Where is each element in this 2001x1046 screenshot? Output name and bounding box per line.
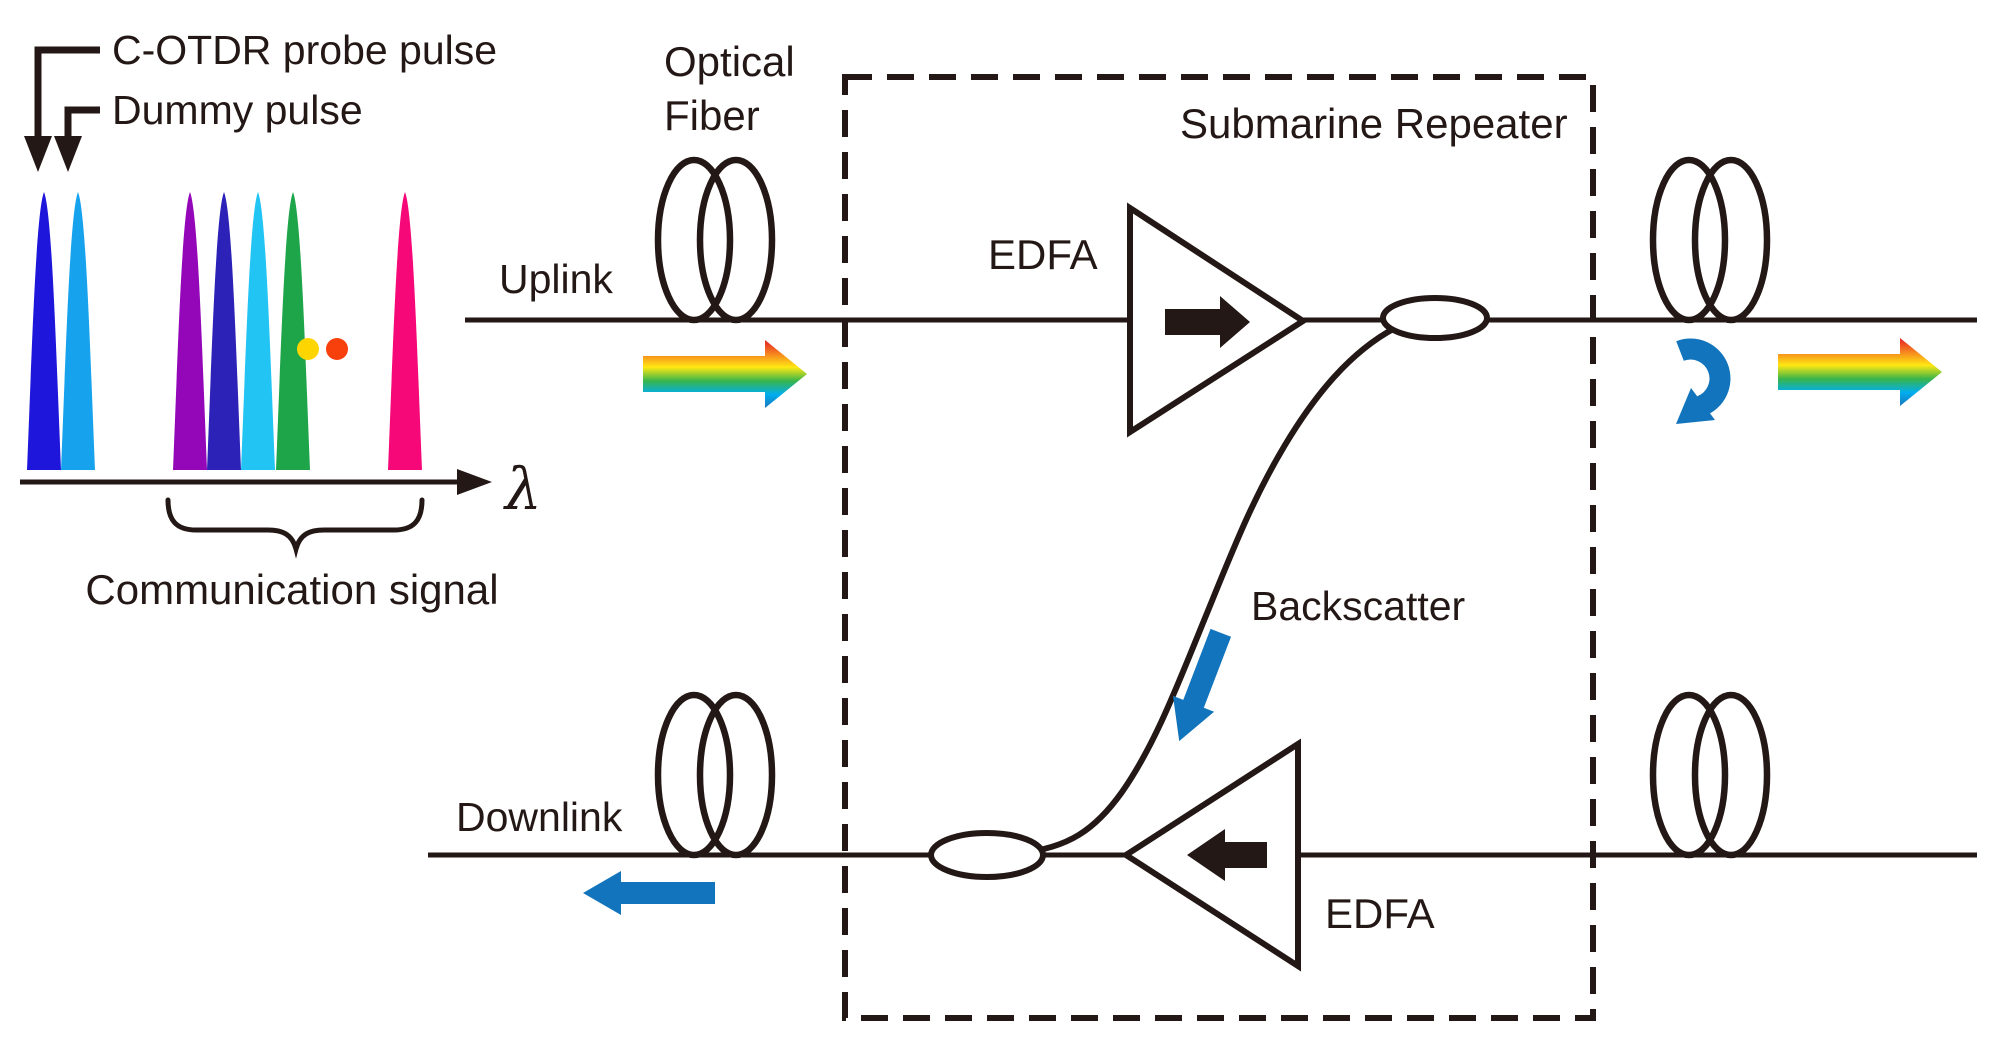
backscatter-blue-arrow-shape [1173,628,1232,742]
backscatter-label: Backscatter [1251,583,1465,629]
probe-pulse-label: C-OTDR probe pulse [112,27,497,73]
communication-signal-label: Communication signal [85,566,498,613]
wavelength-axis-label: λ [503,455,542,523]
backscatter-blue-arrow-icon [1173,628,1232,742]
lower-gain-direction-arrow-icon [1187,829,1267,881]
fiber-coils [654,156,1771,859]
dummy-pulse-arrowhead-icon [54,136,82,172]
downlink-right-fiber-coil-icon [1649,691,1771,859]
ellipsis-dot-yellow-icon [297,338,319,360]
uplink-right-fiber-coil-icon [1649,156,1771,324]
coil-loop [1649,156,1729,324]
downlink-blue-arrow-icon [583,871,715,915]
backscatter-fiber-path [1019,325,1397,856]
comm-pulse-cyan [241,192,275,470]
downlink-left-fiber-coil-icon [654,691,776,859]
comm-pulse-pink [388,192,422,470]
lower-edfa-amplifier: EDFA [1120,738,1435,972]
uplink-rainbow-arrow-icon [643,340,807,408]
probe-pulse-pointer-line [34,46,100,138]
coil-loop [654,691,734,859]
coil-loop [1649,691,1729,859]
uplink-label: Uplink [499,256,613,302]
spectrum-inset: C-OTDR probe pulse Dummy pulse λ Communi… [20,27,542,613]
uturn-arrow-arc [1676,338,1731,416]
upper-edfa-label: EDFA [988,231,1098,278]
outgoing-rainbow-arrow-icon [1778,338,1942,406]
dummy-pulse-pointer-line [64,106,100,138]
dummy-pulse-label: Dummy pulse [112,87,363,133]
downlink-label: Downlink [456,794,623,840]
communication-signal-brace [165,497,425,559]
coil-loop [1691,156,1771,324]
comm-pulse-indigo [207,192,241,470]
system-labels: Optical Fiber Uplink Downlink Backscatte… [456,38,1465,840]
uturn-arrow-head [1676,388,1715,424]
repeater-title: Submarine Repeater [1180,100,1568,147]
probe-pulse-arrowhead-icon [24,136,52,172]
cotdr-probe-pulse [27,192,61,470]
uplink-left-fiber-coil-icon [654,156,776,324]
wavelength-axis-arrowhead-icon [457,469,492,495]
downlink-coupler-icon [928,830,1046,880]
comm-pulse-green [276,192,310,470]
dummy-pulse [61,192,95,470]
coil-loop [654,156,734,324]
ellipsis-dot-orange-icon [326,338,348,360]
comm-pulse-purple [173,192,207,470]
repeater-dashed-outline [842,74,1596,1021]
coil-loop [696,156,776,324]
submarine-repeater-box: Submarine Repeater [842,74,1596,1021]
optical-fiber-label-line2: Fiber [664,92,760,139]
uturn-backreflection-arrow-icon [1676,338,1731,424]
upper-gain-direction-arrow-icon [1165,296,1250,348]
lower-edfa-label: EDFA [1325,890,1435,937]
upper-edfa-amplifier: EDFA [988,202,1309,438]
optical-fiber-label-line1: Optical [664,38,795,85]
coil-loop [696,691,776,859]
coil-loop [1691,691,1771,859]
uplink-coupler-icon [1380,295,1490,341]
